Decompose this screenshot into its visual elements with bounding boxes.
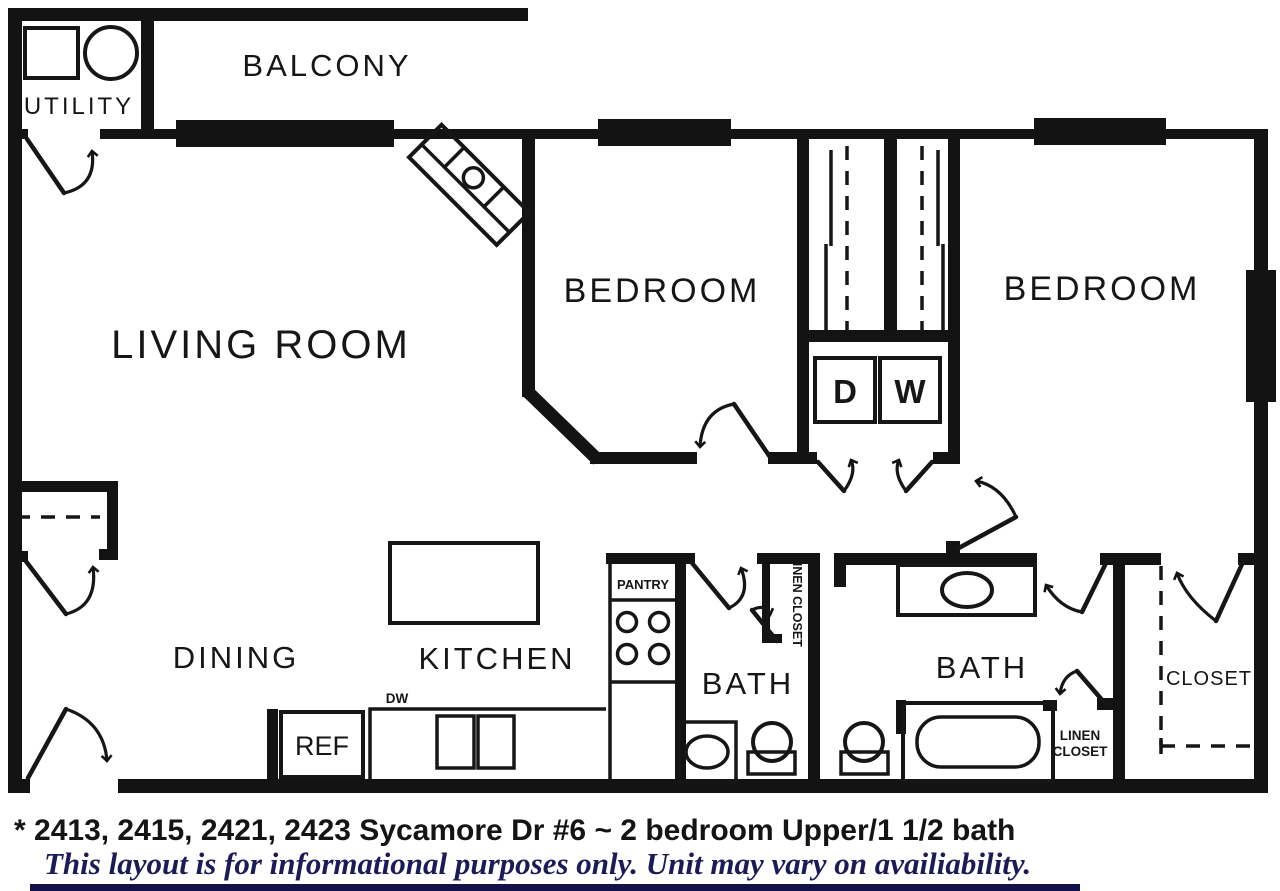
address-line: * 2413, 2415, 2421, 2423 Sycamore Dr #6 … — [14, 814, 1015, 847]
pantry-label: PANTRY — [617, 577, 669, 592]
balcony-label: BALCONY — [242, 48, 411, 83]
balcony-slider-window — [176, 120, 394, 147]
bathtub — [901, 701, 1055, 783]
bedroom2-door — [954, 476, 1019, 552]
linen-closet1-door — [749, 605, 780, 644]
walkin-closet-door — [1172, 559, 1246, 624]
bath1-door — [689, 560, 749, 611]
washer-label: W — [894, 373, 926, 410]
linen-closet2-label-line1: LINEN — [1060, 728, 1101, 743]
refrigerator-box — [279, 710, 365, 779]
dryer-box — [813, 356, 877, 424]
kitchen-sink — [435, 714, 516, 770]
bedroom2-window — [1034, 118, 1166, 145]
utility-label: UTILITY — [24, 93, 134, 120]
bedroom1-door — [694, 401, 773, 460]
pedestal-sink-bath2 — [839, 721, 890, 776]
linen-closet2-door — [1054, 668, 1106, 704]
utility-door — [24, 136, 99, 196]
laundry-door-right — [891, 458, 935, 494]
fixtures — [23, 25, 1055, 784]
corner-fireplace — [406, 121, 533, 248]
pedestal-sink-bath1 — [746, 721, 797, 776]
dishwasher-label: DW — [386, 691, 409, 706]
bath2-label: BATH — [936, 650, 1028, 685]
closet-dashed-lines — [16, 146, 1250, 754]
disclaimer-line: This layout is for informational purpose… — [44, 846, 1031, 881]
bedroom2-label: BEDROOM — [1004, 270, 1201, 308]
laundry-door-left — [815, 458, 859, 494]
vanity-sink — [896, 563, 1037, 617]
utility-appliances — [23, 25, 139, 81]
room-labels: BALCONY UTILITY LIVING ROOM BEDROOM BEDR… — [24, 48, 1252, 761]
linen-closet1-label: LINEN CLOSET — [790, 555, 804, 647]
washer-box — [878, 356, 942, 424]
dryer-label: D — [833, 373, 857, 410]
toilet — [677, 720, 738, 784]
footer: * 2413, 2415, 2421, 2423 Sycamore Dr #6 … — [14, 814, 1080, 891]
living-room-label: LIVING ROOM — [111, 323, 411, 367]
walkin-closet-label: CLOSET — [1166, 668, 1252, 690]
windows — [176, 118, 1276, 402]
stove-burners — [615, 610, 671, 666]
cropped-text-bar — [30, 884, 1080, 891]
bedroom1-label: BEDROOM — [564, 272, 761, 310]
coat-closet-door — [22, 557, 100, 617]
kitchen-label: KITCHEN — [418, 641, 575, 676]
bedroom1-window — [598, 119, 731, 146]
linen-closet2-label-line2: CLOSET — [1053, 744, 1109, 759]
doors — [22, 136, 1246, 781]
bath2-door — [1043, 558, 1110, 615]
dining-label: DINING — [173, 640, 300, 675]
bedroom2-side-window — [1246, 270, 1276, 402]
kitchen-island — [388, 541, 540, 625]
refrigerator-label: REF — [295, 731, 349, 761]
kitchen-counter — [368, 557, 675, 779]
bath1-label: BATH — [702, 666, 794, 701]
entry-door — [25, 706, 113, 781]
